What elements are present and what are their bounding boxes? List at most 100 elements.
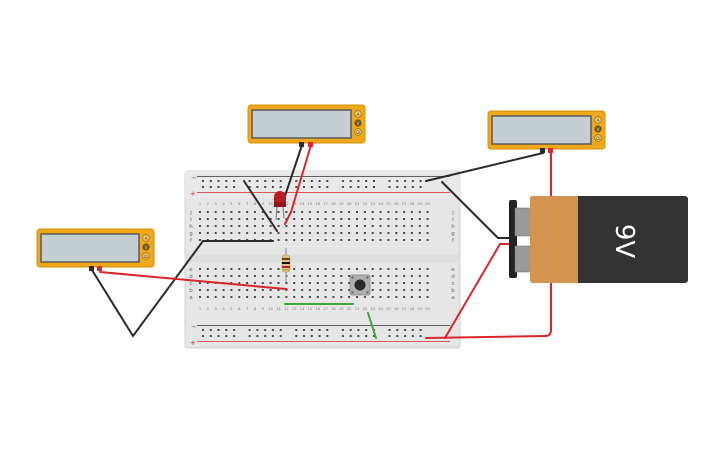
breadboard-hole[interactable] [253, 289, 256, 291]
breadboard-hole[interactable] [395, 296, 398, 298]
breadboard-hole[interactable] [248, 186, 251, 188]
breadboard-hole[interactable] [277, 282, 280, 284]
breadboard-hole[interactable] [303, 335, 305, 337]
breadboard-hole[interactable] [341, 335, 344, 337]
breadboard-hole[interactable] [403, 232, 406, 234]
breadboard-hole[interactable] [199, 296, 201, 298]
breadboard-hole[interactable] [324, 211, 327, 213]
breadboard-hole[interactable] [285, 232, 288, 234]
breadboard-hole[interactable] [222, 296, 225, 298]
breadboard-hole[interactable] [277, 218, 280, 220]
breadboard-hole[interactable] [403, 239, 406, 241]
breadboard-hole[interactable] [349, 335, 352, 337]
breadboard-hole[interactable] [340, 225, 343, 227]
breadboard-hole[interactable] [426, 218, 429, 220]
breadboard-hole[interactable] [214, 275, 217, 277]
breadboard-hole[interactable] [356, 232, 358, 234]
breadboard-hole[interactable] [388, 180, 391, 182]
breadboard-hole[interactable] [269, 211, 272, 213]
breadboard-hole[interactable] [357, 186, 360, 188]
breadboard-hole[interactable] [246, 282, 249, 284]
breadboard-hole[interactable] [326, 186, 329, 188]
meter-top-black-terminal[interactable] [299, 142, 304, 147]
breadboard-hole[interactable] [318, 335, 321, 337]
breadboard-hole[interactable] [209, 186, 212, 188]
breadboard-hole[interactable] [199, 218, 201, 220]
breadboard-hole[interactable] [277, 225, 280, 227]
breadboard-hole[interactable] [395, 275, 398, 277]
breadboard-hole[interactable] [396, 329, 399, 331]
breadboard-hole[interactable] [410, 282, 413, 284]
breadboard-hole[interactable] [326, 335, 329, 337]
breadboard-hole[interactable] [340, 268, 343, 270]
breadboard-hole[interactable] [256, 335, 259, 337]
breadboard-hole[interactable] [248, 329, 251, 331]
breadboard-hole[interactable] [301, 282, 304, 284]
breadboard-hole[interactable] [363, 268, 366, 270]
breadboard-hole[interactable] [316, 218, 319, 220]
breadboard-hole[interactable] [214, 211, 217, 213]
breadboard-hole[interactable] [418, 268, 421, 270]
pushbutton[interactable] [349, 274, 371, 296]
breadboard-hole[interactable] [308, 239, 311, 241]
breadboard-hole[interactable] [206, 268, 209, 270]
breadboard-hole[interactable] [363, 225, 366, 227]
breadboard-hole[interactable] [419, 335, 422, 337]
breadboard-hole[interactable] [403, 275, 406, 277]
breadboard-hole[interactable] [206, 218, 209, 220]
breadboard-hole[interactable] [316, 275, 319, 277]
breadboard-hole[interactable] [426, 239, 429, 241]
breadboard-hole[interactable] [310, 180, 313, 182]
breadboard-hole[interactable] [308, 232, 311, 234]
breadboard-hole[interactable] [356, 211, 358, 213]
breadboard-hole[interactable] [349, 186, 352, 188]
breadboard-hole[interactable] [379, 218, 382, 220]
breadboard-hole[interactable] [256, 186, 259, 188]
breadboard-hole[interactable] [308, 218, 311, 220]
breadboard-hole[interactable] [301, 296, 304, 298]
breadboard-hole[interactable] [295, 329, 298, 331]
breadboard-hole[interactable] [277, 211, 280, 213]
wire-battery-positive-to-rail[interactable] [425, 152, 552, 339]
breadboard-hole[interactable] [411, 180, 414, 182]
breadboard-hole[interactable] [277, 268, 280, 270]
breadboard-hole[interactable] [308, 211, 311, 213]
breadboard-hole[interactable] [301, 289, 304, 291]
breadboard-hole[interactable] [396, 335, 399, 337]
breadboard-hole[interactable] [332, 225, 335, 227]
breadboard-hole[interactable] [222, 211, 225, 213]
breadboard-hole[interactable] [387, 218, 390, 220]
breadboard-hole[interactable] [199, 282, 201, 284]
breadboard-hole[interactable] [404, 335, 407, 337]
breadboard-hole[interactable] [206, 289, 209, 291]
breadboard-hole[interactable] [233, 335, 236, 337]
breadboard-hole[interactable] [371, 239, 374, 241]
breadboard-hole[interactable] [256, 180, 259, 182]
breadboard-hole[interactable] [316, 232, 319, 234]
breadboard-hole[interactable] [395, 289, 398, 291]
breadboard-hole[interactable] [222, 232, 225, 234]
breadboard-hole[interactable] [225, 329, 228, 331]
wire-top-meter-black[interactable] [284, 144, 303, 197]
breadboard-hole[interactable] [395, 232, 398, 234]
breadboard-hole[interactable] [285, 282, 288, 284]
breadboard-hole[interactable] [426, 282, 429, 284]
meter-left-mode-ohm[interactable] [142, 252, 150, 260]
breadboard-hole[interactable] [418, 239, 421, 241]
breadboard-hole[interactable] [253, 296, 256, 298]
breadboard-hole[interactable] [340, 218, 343, 220]
breadboard-hole[interactable] [256, 329, 259, 331]
breadboard-hole[interactable] [371, 225, 374, 227]
breadboard-hole[interactable] [301, 275, 304, 277]
meter-right-red-terminal[interactable] [548, 148, 553, 153]
breadboard-hole[interactable] [379, 225, 382, 227]
meter-left-mode-a[interactable] [142, 234, 150, 242]
breadboard-hole[interactable] [379, 239, 382, 241]
breadboard-hole[interactable] [279, 335, 282, 337]
breadboard-hole[interactable] [308, 289, 311, 291]
breadboard-hole[interactable] [279, 180, 282, 182]
breadboard-hole[interactable] [348, 232, 351, 234]
breadboard-hole[interactable] [310, 329, 313, 331]
breadboard-hole[interactable] [206, 275, 209, 277]
breadboard-hole[interactable] [225, 180, 228, 182]
